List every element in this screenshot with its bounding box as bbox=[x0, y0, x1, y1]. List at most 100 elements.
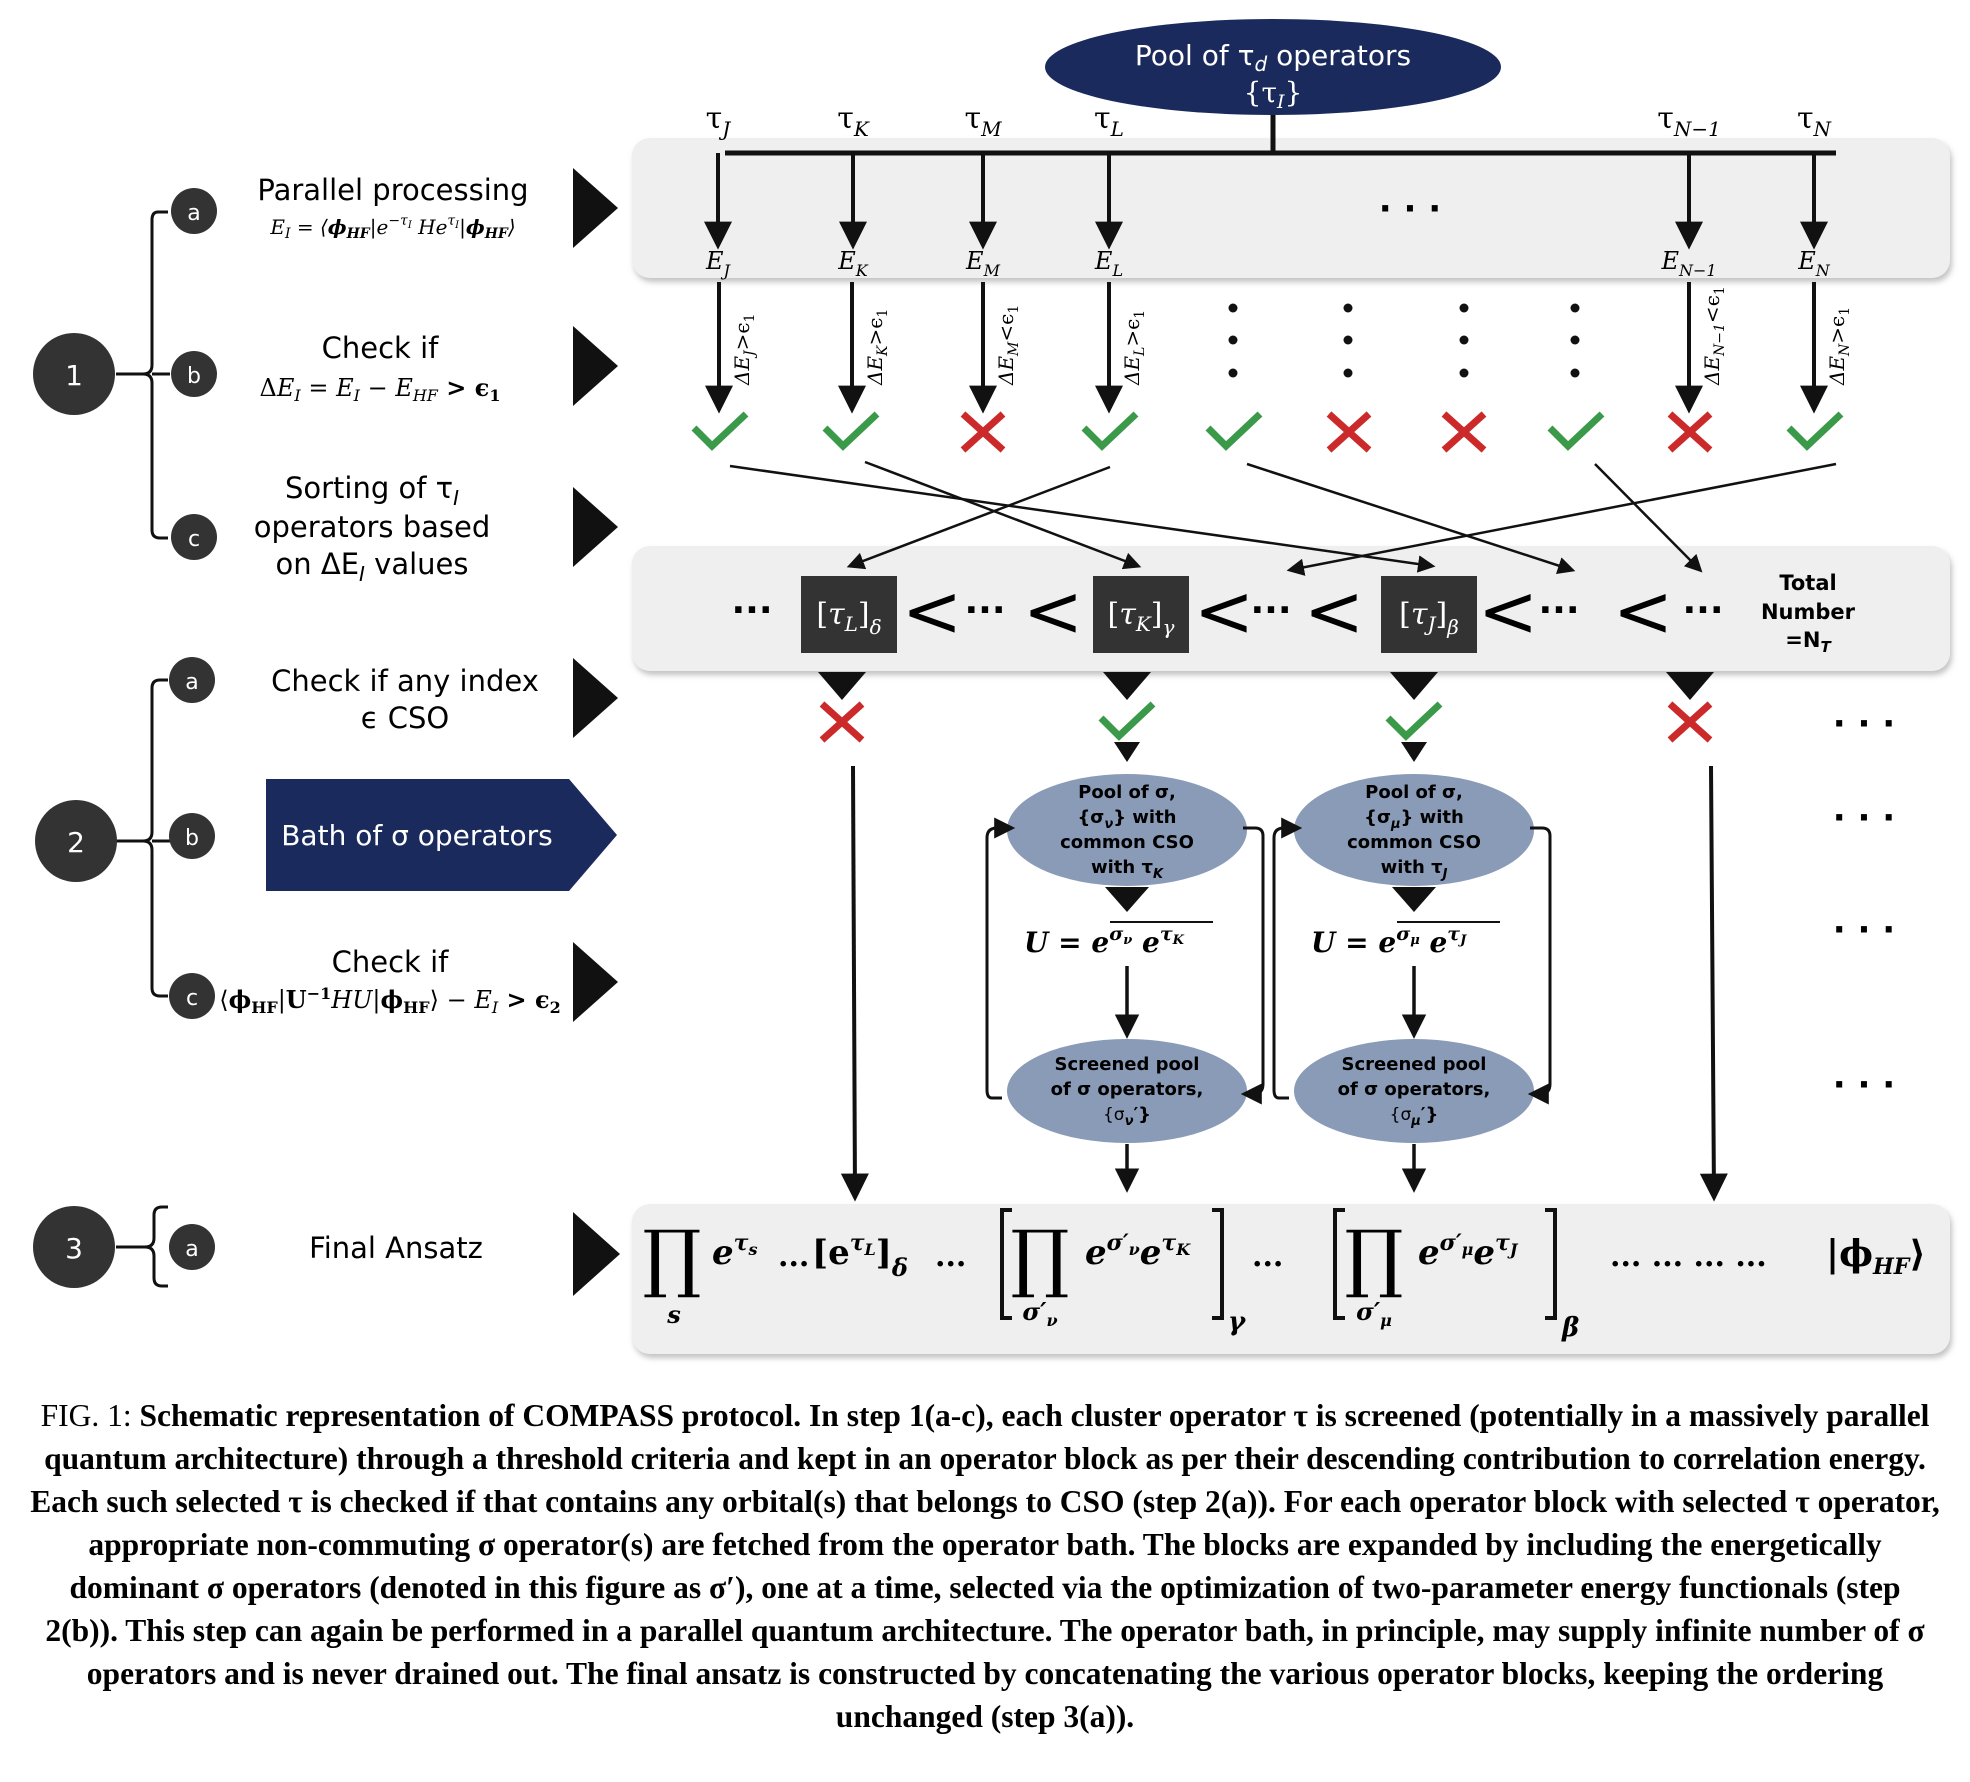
svg-text:· · ·: · · · bbox=[1833, 1065, 1895, 1105]
pool-set: {τI} bbox=[1244, 76, 1303, 113]
pool-text: with τK bbox=[1091, 857, 1164, 882]
pointer-2c bbox=[573, 942, 618, 1022]
dot bbox=[1228, 368, 1238, 378]
check-mark-icon bbox=[1205, 411, 1263, 451]
svg-text:· · ·: · · · bbox=[1833, 910, 1895, 950]
step-2c-title: Check if bbox=[332, 945, 449, 979]
threshold-label: ΔEM<ϵ1 bbox=[994, 305, 1022, 386]
svg-text:σ′μ: σ′μ bbox=[1356, 1297, 1392, 1330]
step-3a-label: Final Ansatz bbox=[309, 1231, 483, 1265]
check-mark-icon bbox=[1385, 701, 1443, 741]
step-1a-badge bbox=[171, 188, 217, 234]
step-1c-line2: operators based bbox=[254, 510, 491, 544]
step-1b-badge bbox=[171, 351, 217, 397]
svg-text:1: 1 bbox=[65, 359, 83, 392]
svg-text:a: a bbox=[185, 670, 198, 695]
svg-text:∏: ∏ bbox=[1345, 1215, 1404, 1301]
block-tau-k bbox=[1093, 576, 1189, 653]
dot bbox=[1459, 303, 1469, 313]
flow-arrow bbox=[1105, 887, 1149, 912]
tau-label: τL bbox=[1094, 101, 1124, 141]
total-number-3: =NT bbox=[1785, 628, 1832, 656]
loop-arrow bbox=[1527, 826, 1552, 1105]
pool-text: with τJ bbox=[1381, 857, 1448, 882]
step-2c-formula: ⟨ϕHF|U−1HU|ϕHF⟩ − EI > ϵ2 bbox=[219, 984, 561, 1017]
cross-mark-icon bbox=[1667, 411, 1713, 453]
check-mark-icon bbox=[1081, 411, 1139, 451]
cross-mark-icon bbox=[1667, 701, 1713, 743]
screened-pool-oval bbox=[1294, 1039, 1534, 1143]
svg-text:· · ·: · · · bbox=[1833, 798, 1895, 838]
svg-text:c: c bbox=[188, 527, 200, 552]
svg-text:a: a bbox=[187, 201, 200, 226]
tau-label: τJ bbox=[706, 101, 732, 141]
tau-label: τM bbox=[964, 101, 1002, 141]
svg-text:s: s bbox=[666, 1300, 681, 1329]
dot bbox=[1570, 303, 1580, 313]
pool-text: Pool of σ, bbox=[1078, 782, 1176, 803]
step-2b-badge bbox=[169, 813, 215, 859]
svg-text:a: a bbox=[185, 1237, 198, 1262]
svg-text:2: 2 bbox=[67, 826, 85, 859]
pointer-1a bbox=[573, 168, 618, 248]
svg-text:eσ′μeτJ: eσ′μeτJ bbox=[1418, 1230, 1519, 1273]
dot bbox=[1343, 368, 1353, 378]
screened-text: Screened pool bbox=[1055, 1054, 1200, 1075]
dot bbox=[1343, 303, 1353, 313]
tau-label: τK bbox=[837, 101, 870, 141]
dot bbox=[1343, 335, 1353, 345]
sigma-pool-oval bbox=[1007, 774, 1247, 886]
cross-mark-icon bbox=[819, 701, 865, 743]
step-1b-title: Check if bbox=[322, 331, 439, 365]
step-labels: 1 a b c Parallel processing EI = ⟨ϕHF|e−… bbox=[33, 168, 620, 1296]
step-1b-formula: ΔEI = EI − EHF > ϵ1 bbox=[260, 373, 501, 405]
threshold-label: ΔEN>ϵ1 bbox=[1825, 307, 1853, 386]
cross-mark-icon bbox=[960, 411, 1006, 453]
svg-text:...: ... bbox=[1252, 1239, 1283, 1274]
pointer-1b bbox=[573, 326, 618, 406]
bath-pointer bbox=[569, 779, 617, 891]
small-arrow bbox=[1401, 742, 1427, 762]
step-1a-title: Parallel processing bbox=[257, 173, 528, 207]
dot bbox=[1459, 335, 1469, 345]
arrow-n1-to-ansatz bbox=[1699, 765, 1728, 1202]
unitary-formula: U = eσν eτK bbox=[1024, 923, 1185, 959]
step-1a-formula: EI = ⟨ϕHF|e−τI HeτI|ϕHF⟩ bbox=[269, 213, 515, 242]
pool-ellipse bbox=[1045, 19, 1501, 115]
screened-pool-oval bbox=[1007, 1039, 1247, 1143]
lt-1: < bbox=[902, 569, 962, 653]
dot bbox=[1228, 335, 1238, 345]
final-ansatz-formula: ∏ s eτs ... [eτL]δ ... ∏ σ′ν eσ′νeτK γ .… bbox=[643, 1208, 1926, 1343]
sorted-dots-4: ··· bbox=[1538, 590, 1579, 631]
parallel-panel bbox=[632, 138, 1950, 278]
sorted-dots-5: ··· bbox=[1682, 590, 1723, 631]
step-3-badge bbox=[33, 1206, 115, 1288]
svg-text:c: c bbox=[186, 986, 198, 1011]
step-2-badge bbox=[35, 800, 117, 882]
sorted-dots-2: ··· bbox=[964, 590, 1005, 631]
lt-2: < bbox=[1023, 569, 1083, 653]
check-mark-icon bbox=[1098, 701, 1156, 741]
screened-text: {σμ′} bbox=[1390, 1104, 1439, 1129]
right-ellipses: · · · · · · · · · · · · bbox=[1833, 704, 1895, 1105]
arrow-l-to-ansatz bbox=[840, 765, 869, 1202]
loop-arrow bbox=[985, 817, 1016, 1100]
lt-6: < bbox=[1613, 569, 1673, 653]
pointer-1c bbox=[573, 487, 618, 567]
unitary-formula: U = eσμ eτJ bbox=[1311, 923, 1467, 959]
dot bbox=[1459, 368, 1469, 378]
check-mark-icon bbox=[691, 411, 749, 451]
step-2a-line2: ϵ CSO bbox=[361, 701, 450, 735]
pool-text: {σν} with bbox=[1077, 807, 1176, 832]
sorted-dots: ··· bbox=[731, 590, 772, 631]
screened-text: of σ operators, bbox=[1051, 1079, 1204, 1100]
loop-arrow bbox=[1272, 817, 1303, 1100]
pool-text: {σμ} with bbox=[1364, 807, 1464, 832]
bath-box bbox=[266, 779, 569, 891]
step-2a-line1: Check if any index bbox=[271, 664, 539, 698]
svg-text:γ: γ bbox=[1228, 1307, 1247, 1337]
